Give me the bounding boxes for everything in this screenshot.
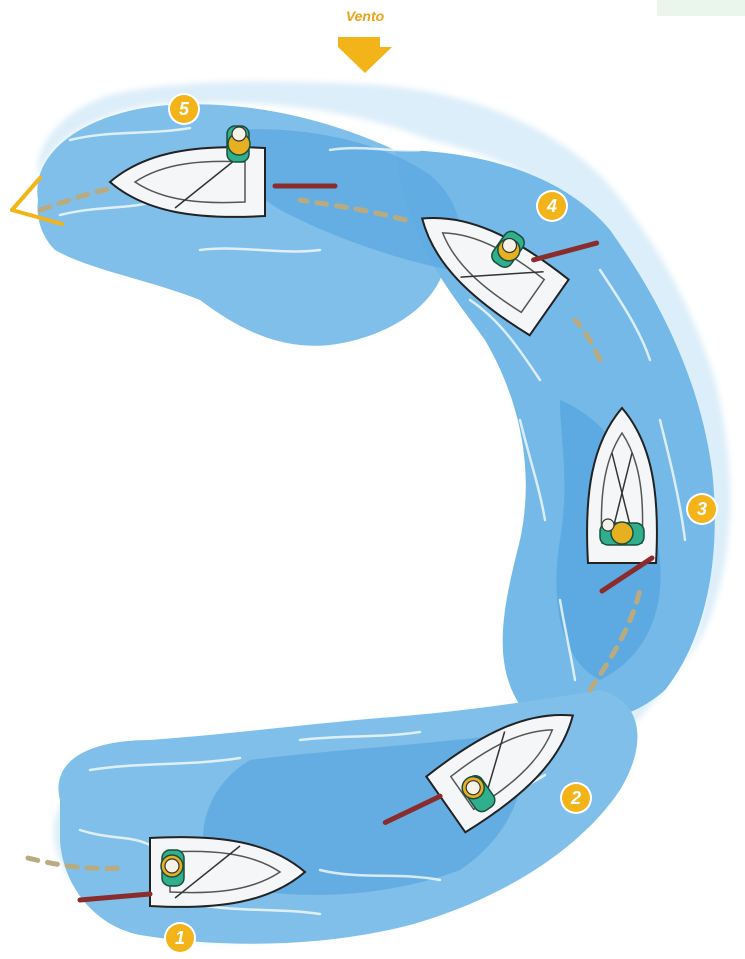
step-badge-1: 1 — [166, 924, 194, 952]
sailor-5 — [227, 126, 250, 162]
wind-arrow — [338, 37, 392, 73]
sailor-1 — [161, 850, 184, 886]
step-badge-2: 2 — [562, 784, 590, 812]
wind-label: Vento — [320, 8, 410, 24]
step-badge-5: 5 — [170, 95, 198, 123]
sailor-3 — [600, 519, 644, 545]
step-badge-4: 4 — [538, 192, 566, 220]
step-badge-3: 3 — [688, 495, 716, 523]
